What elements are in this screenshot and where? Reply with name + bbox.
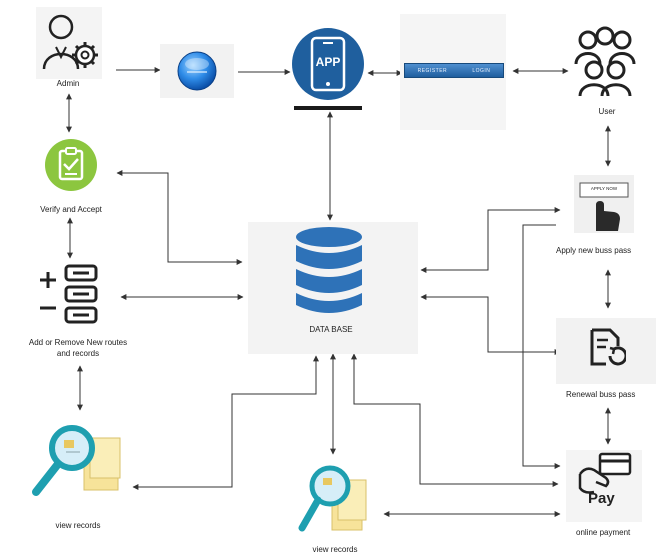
magnifier-document-icon: [298, 465, 367, 532]
arrow-database-view-left: [132, 355, 319, 490]
add-remove-label-line1: Add or Remove New routes: [28, 338, 128, 347]
view-records-left-label: view records: [55, 521, 101, 530]
renewal-node: [586, 326, 628, 370]
apply-node: APPLY NOW: [574, 175, 634, 233]
renewal-label: Renewal buss pass: [566, 390, 636, 399]
view-records-center-label: view records: [312, 545, 358, 554]
arrow-database-renewal: [420, 294, 561, 355]
verify-node: [44, 138, 98, 192]
web-node: [160, 44, 234, 98]
payment-node: Pay: [574, 452, 636, 514]
admin-node: [36, 7, 102, 79]
arrow-database-apply: [420, 207, 561, 273]
database-icon: [296, 227, 362, 313]
user-label: User: [598, 107, 616, 116]
globe-icon: [177, 51, 217, 91]
admin-label: Admin: [56, 79, 80, 88]
verify-label: Verify and Accept: [40, 205, 102, 214]
login-text: LOGIN: [472, 67, 491, 74]
admin-gear-icon: [42, 14, 98, 70]
pay-hand-card-icon: [578, 452, 632, 494]
register-text: REGISTER: [417, 67, 448, 74]
register-login-bar: REGISTER LOGIN: [404, 63, 504, 78]
app-phone-icon: [292, 28, 364, 110]
view-records-left-node: [30, 420, 126, 500]
pay-text: Pay: [588, 490, 615, 507]
clipboard-check-icon: [45, 139, 97, 191]
app-node: APP: [290, 26, 366, 112]
add-remove-icon: [40, 264, 98, 324]
view-records-center-node: [298, 458, 370, 538]
user-node: [566, 26, 644, 98]
renewal-document-icon: [590, 328, 628, 366]
database-node: [292, 225, 366, 317]
app-label: APP: [315, 55, 341, 69]
arrow-apply-payment: [522, 224, 561, 469]
apply-now-hand-icon: [579, 182, 629, 231]
user-group-icon: [574, 26, 636, 97]
add-remove-node: [36, 262, 102, 330]
arrow-verify-database: [116, 170, 243, 265]
arrow-database-payment: [351, 353, 559, 487]
database-label: DATA BASE: [309, 325, 353, 334]
payment-label: online payment: [576, 528, 631, 537]
add-remove-label-line2: and records: [56, 349, 100, 358]
magnifier-document-icon: [32, 425, 121, 496]
apply-label: Apply new buss pass: [556, 246, 632, 255]
apply-now-text: APPLY NOW: [590, 186, 618, 191]
